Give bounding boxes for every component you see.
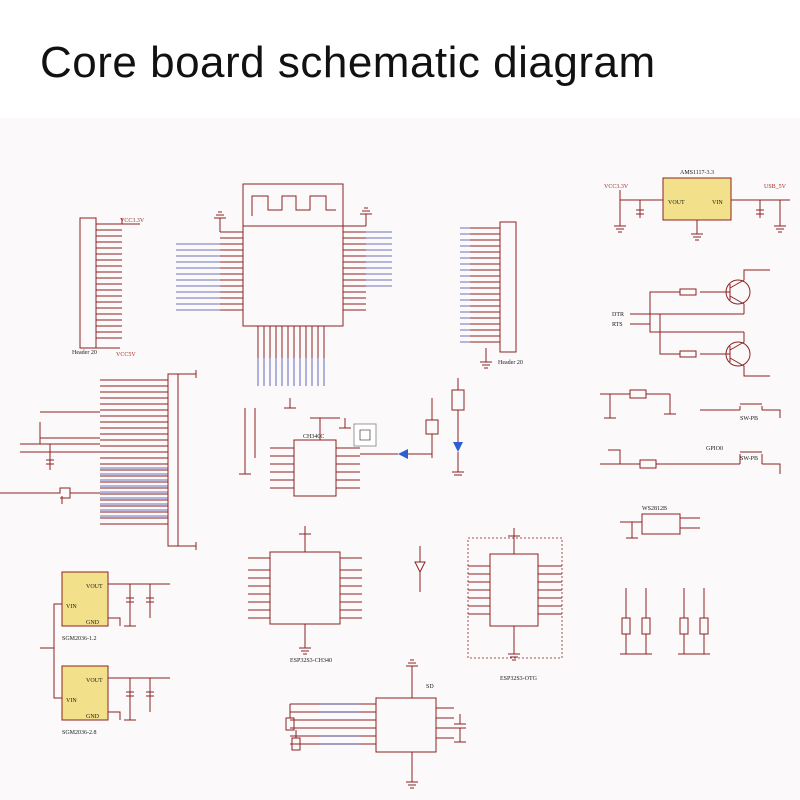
- right-header: Header 20: [460, 221, 523, 369]
- boot-button-label: SW-PB: [740, 456, 758, 462]
- ldo28-gnd-label: GND: [86, 714, 100, 720]
- svg-text:RTS: RTS: [612, 322, 623, 328]
- gpio0-label: GPIO0: [706, 446, 723, 452]
- sd-card-slot: SD: [285, 659, 466, 789]
- rst-button-label: SW-PB: [740, 416, 758, 422]
- ams1117-usb-label: USB_5V: [764, 184, 787, 190]
- ldo28-vout-label: VOUT: [86, 678, 103, 684]
- schematic-sheet: VCC3.3V VCC5V Header 20 Header 20 AMS111…: [0, 118, 800, 800]
- ldo-regulators: VOUT VIN GND SGM2036-1.2 VOUT VIN GND SG…: [40, 571, 170, 736]
- resistor-array: [620, 588, 710, 655]
- camera-connector: [0, 370, 197, 550]
- svg-text:VCC3.3V: VCC3.3V: [120, 218, 145, 224]
- usb-c-otg: ESP32S3-OTG: [414, 528, 563, 682]
- ldo12-label: SGM2036-1.2: [62, 636, 97, 642]
- ldo12-vin-label: VIN: [66, 604, 77, 610]
- ams1117-vcc-label: VCC3.3V: [604, 184, 629, 190]
- schematic-drawing: VCC3.3V VCC5V Header 20 Header 20 AMS111…: [0, 170, 790, 789]
- ldo12-vout-label: VOUT: [86, 584, 103, 590]
- ams1117-regulator: AMS1117-3.3 VOUT VIN VCC3.3V USB_5V: [604, 170, 790, 241]
- ldo28-label: SGM2036-2.8: [62, 730, 97, 736]
- ldo28-vin-label: VIN: [66, 698, 77, 704]
- ws2812-label: WS2812B: [642, 506, 667, 512]
- buttons: SW-PB SW-PB GPIO0: [600, 389, 781, 474]
- otg-board-label: ESP32S3-OTG: [500, 676, 538, 682]
- status-leds: [360, 378, 465, 476]
- usb-c-ch340: ESP32S3-CH340: [248, 526, 362, 664]
- ldo12-gnd-label: GND: [86, 620, 100, 626]
- esp32-module: [176, 183, 392, 386]
- ch340c-label: CH340C: [303, 434, 324, 440]
- right-header-label: Header 20: [498, 360, 523, 366]
- sd-label: SD: [426, 684, 434, 690]
- ws2812-led: WS2812B: [620, 506, 700, 539]
- ch340-board-label: ESP32S3-CH340: [290, 658, 332, 664]
- left-header-label: Header 20: [72, 350, 97, 356]
- left-header: VCC3.3V VCC5V Header 20: [72, 217, 145, 358]
- ams1117-vin-label: VIN: [712, 200, 723, 206]
- auto-reset-circuit: DTR RTS: [612, 269, 770, 377]
- ams1117-label: AMS1117-3.3: [680, 170, 714, 176]
- ams1117-vout-label: VOUT: [668, 200, 685, 206]
- svg-text:DTR: DTR: [612, 312, 624, 318]
- ch340c-chip: CH340C: [239, 398, 377, 497]
- svg-text:VCC5V: VCC5V: [116, 352, 136, 358]
- page-title: Core board schematic diagram: [40, 38, 656, 87]
